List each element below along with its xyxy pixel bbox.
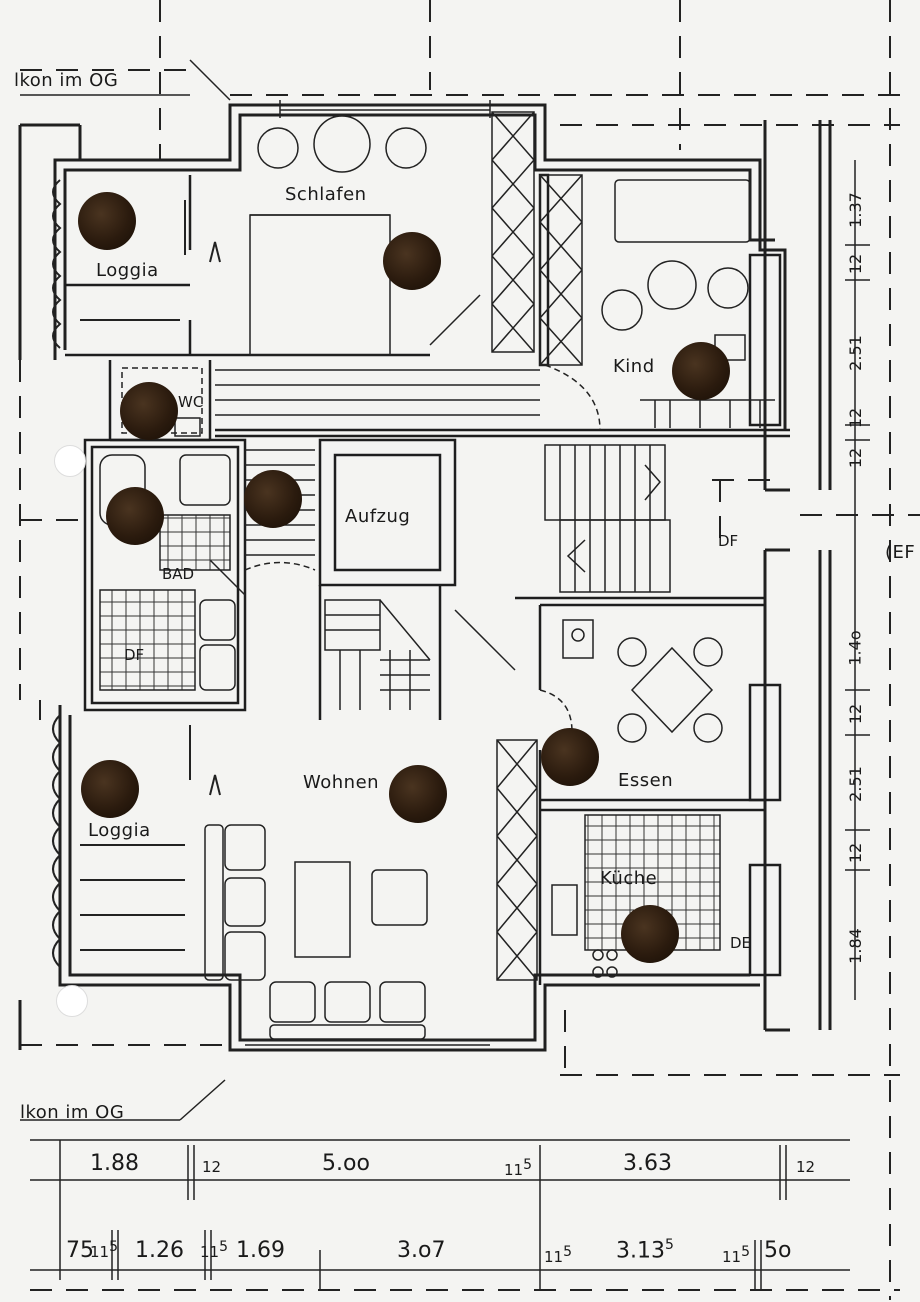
dim-row2-c: 1.26 — [135, 1238, 184, 1263]
stairs — [215, 369, 775, 710]
leader-lines — [20, 59, 231, 1121]
balkon-label-top: lkon im OG — [14, 70, 119, 91]
furniture-essen — [562, 619, 723, 743]
dim-right-9: 12 — [846, 842, 866, 864]
room-label-aufzug: Aufzug — [345, 506, 411, 527]
dim-row2-g: 115 — [544, 1244, 573, 1266]
dim-row2-e: 1.69 — [236, 1238, 285, 1263]
furniture-bath — [99, 367, 236, 691]
marker-dot — [106, 487, 164, 545]
punch-hole — [54, 445, 86, 477]
dim-row2-a: 75 — [66, 1238, 94, 1263]
room-label-loggia-top: Loggia — [96, 260, 159, 281]
dim-right-10: 1.84 — [845, 928, 865, 964]
room-label-essen: Essen — [618, 770, 674, 791]
dim-row2-h: 3.135 — [616, 1237, 674, 1264]
room-label-df-bad: DF — [124, 646, 145, 664]
dim-right-5: 12 — [846, 447, 866, 469]
dim-row2-j: 5o — [764, 1238, 792, 1263]
room-label-wc: WC — [178, 393, 204, 411]
dim-right-7: 12 — [846, 703, 866, 725]
dim-right-3: 2.51 — [845, 335, 865, 371]
room-label-schlafen: Schlafen — [285, 184, 367, 205]
room-label-kueche: Küche — [600, 868, 658, 889]
furniture-wohnen — [204, 824, 428, 1040]
dim-row1-b: 12 — [202, 1158, 222, 1176]
furniture-kind — [601, 179, 751, 361]
room-label-bad: BAD — [162, 565, 195, 583]
balkon-label-bottom: lkon im OG — [20, 1102, 125, 1123]
dim-right-6: 1.4o — [845, 630, 865, 666]
dim-row1-a: 1.88 — [90, 1151, 139, 1176]
loggia-railing — [52, 179, 221, 968]
marker-dot — [78, 192, 136, 250]
dim-row1-f: 12 — [796, 1158, 816, 1176]
ef-label: (EF — [885, 542, 916, 563]
punch-hole — [56, 985, 88, 1017]
room-label-de-kueche: DE — [730, 934, 752, 952]
dim-row2-f: 3.o7 — [397, 1238, 446, 1263]
marker-dot — [621, 905, 679, 963]
walls — [18, 103, 832, 1052]
room-label-wohnen: Wohnen — [303, 772, 380, 793]
dim-right-2: 12 — [846, 253, 866, 275]
dim-right-4: 12 — [846, 407, 866, 429]
marker-dot — [244, 470, 302, 528]
dim-row2-b: 115 — [90, 1239, 119, 1261]
windows — [245, 100, 491, 1046]
dim-right-8: 2.51 — [845, 766, 865, 802]
marker-dot — [389, 765, 447, 823]
marker-dot — [383, 232, 441, 290]
dim-row1-c: 5.oo — [322, 1151, 370, 1176]
dimension-lines — [30, 160, 870, 1290]
furniture-schlafen — [249, 115, 427, 356]
dim-row2-d: 115 — [200, 1239, 229, 1261]
marker-dot — [672, 342, 730, 400]
dim-row1-e: 3.63 — [623, 1151, 672, 1176]
marker-dot — [541, 728, 599, 786]
dim-row1-d: 115 — [504, 1157, 533, 1179]
room-label-kind: Kind — [613, 356, 655, 377]
shafts — [491, 111, 583, 981]
room-label-loggia-bottom: Loggia — [88, 820, 151, 841]
room-label-df-stair: DF — [718, 532, 739, 550]
dim-right-1: 1.37 — [845, 192, 865, 228]
marker-dot — [81, 760, 139, 818]
dim-row2-i: 115 — [722, 1244, 751, 1266]
interior-walls — [65, 173, 790, 985]
marker-dot — [120, 382, 178, 440]
